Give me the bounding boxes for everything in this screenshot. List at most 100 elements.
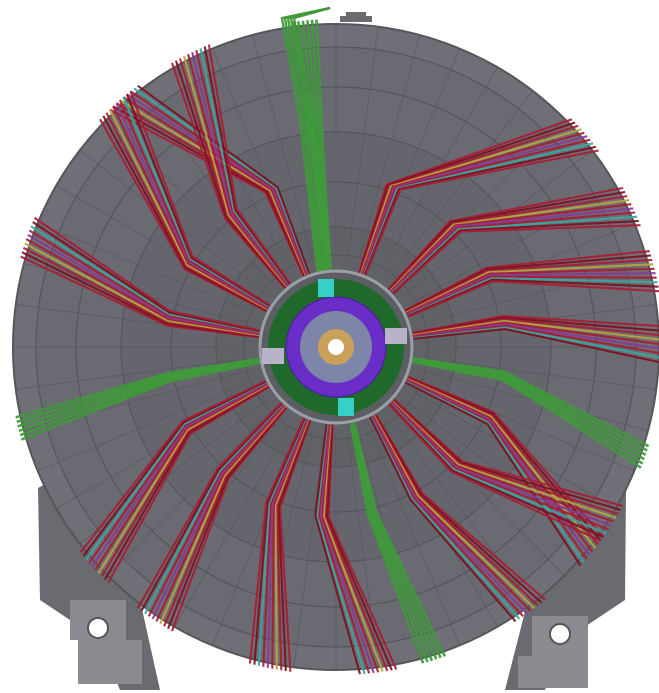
cable-line — [406, 379, 591, 556]
cable-line — [405, 380, 588, 560]
cable-line — [97, 384, 269, 574]
cable-line — [122, 96, 308, 276]
cable-line — [316, 424, 366, 675]
cable-line — [103, 385, 270, 581]
cable-line — [389, 203, 632, 293]
cable-line — [392, 399, 621, 512]
cable-line — [390, 400, 614, 523]
cable-line — [404, 250, 650, 312]
cable-line — [369, 416, 517, 623]
cable-line — [388, 402, 604, 538]
cable-line — [388, 190, 626, 291]
cable-line — [178, 58, 288, 288]
top-bracket-icon — [340, 12, 372, 22]
cable-line — [374, 414, 543, 604]
cable-line — [24, 242, 260, 337]
cable-line — [406, 378, 594, 553]
cable-line — [407, 375, 605, 538]
cable-line — [94, 383, 269, 571]
cable-line — [275, 419, 310, 671]
left-support-foot-icon — [70, 600, 142, 684]
cable-line — [412, 319, 659, 341]
cable-line — [15, 357, 260, 419]
cable-line — [406, 277, 658, 317]
cable-line — [387, 186, 624, 290]
right-support-foot-icon — [518, 616, 588, 688]
cable-line — [191, 51, 289, 287]
core-cyan-top — [318, 279, 334, 297]
cable-line — [159, 405, 286, 625]
cable-line — [122, 96, 270, 308]
cable-line — [30, 225, 260, 334]
cable-line — [279, 420, 312, 672]
cable-line — [391, 399, 619, 516]
cable-line — [390, 207, 634, 293]
cable-line — [167, 406, 287, 630]
cable-line — [262, 418, 308, 667]
cable-line — [364, 149, 599, 276]
cable-line — [412, 316, 659, 335]
cable-line — [360, 128, 582, 274]
cable-line — [105, 112, 268, 311]
cable-line — [404, 254, 652, 313]
cable-bundles — [15, 6, 659, 675]
cable-line — [195, 49, 290, 286]
cable-line — [187, 53, 289, 287]
cable-line — [406, 272, 656, 315]
cable-line — [388, 195, 628, 292]
cable-line — [361, 135, 588, 275]
core-hole — [328, 339, 344, 355]
cable-line — [391, 219, 639, 295]
cable-line — [207, 44, 292, 285]
cable-line — [144, 403, 284, 615]
cable-line — [413, 328, 659, 364]
cable-line — [27, 233, 260, 335]
cable-line — [413, 326, 659, 359]
cable-line — [373, 414, 539, 607]
cable-line — [21, 251, 259, 338]
cable-line — [388, 403, 602, 542]
cable-line — [108, 109, 269, 311]
cable-line — [171, 62, 286, 289]
cable-line — [253, 417, 306, 665]
cable-line — [82, 380, 267, 557]
core-left-connector — [262, 348, 284, 364]
cable-line — [137, 84, 311, 275]
cable-line — [407, 278, 659, 318]
cable-line — [371, 415, 528, 615]
cable-line — [315, 19, 332, 270]
cable-line — [412, 360, 642, 469]
cable-line — [390, 401, 612, 527]
cable-line — [109, 108, 305, 277]
cable-line — [325, 424, 393, 671]
cable-line — [413, 323, 659, 350]
cable-line — [391, 215, 638, 294]
cable-line — [115, 102, 306, 276]
cable-line — [79, 379, 267, 554]
cable-line — [203, 46, 291, 285]
cable-line — [136, 402, 283, 609]
cable-line — [317, 424, 371, 674]
cable-line — [129, 91, 271, 307]
cable-line — [155, 404, 286, 622]
cable-line — [151, 404, 285, 620]
cable-line — [392, 224, 641, 295]
cable-line — [91, 382, 268, 568]
cable-line — [248, 417, 305, 664]
cable-line — [370, 415, 524, 618]
cable-line — [129, 90, 309, 275]
cable-line — [292, 6, 331, 276]
central-core — [258, 269, 414, 425]
cable-line — [369, 416, 521, 620]
cable-line — [85, 381, 267, 561]
cable-line — [405, 381, 582, 567]
cable-line — [407, 376, 602, 542]
cable-line — [389, 402, 607, 535]
cable-line — [182, 56, 288, 288]
cable-line — [118, 99, 270, 309]
cable-line — [271, 419, 309, 669]
core-cyan-bottom — [338, 398, 354, 416]
cable-line — [407, 280, 659, 318]
